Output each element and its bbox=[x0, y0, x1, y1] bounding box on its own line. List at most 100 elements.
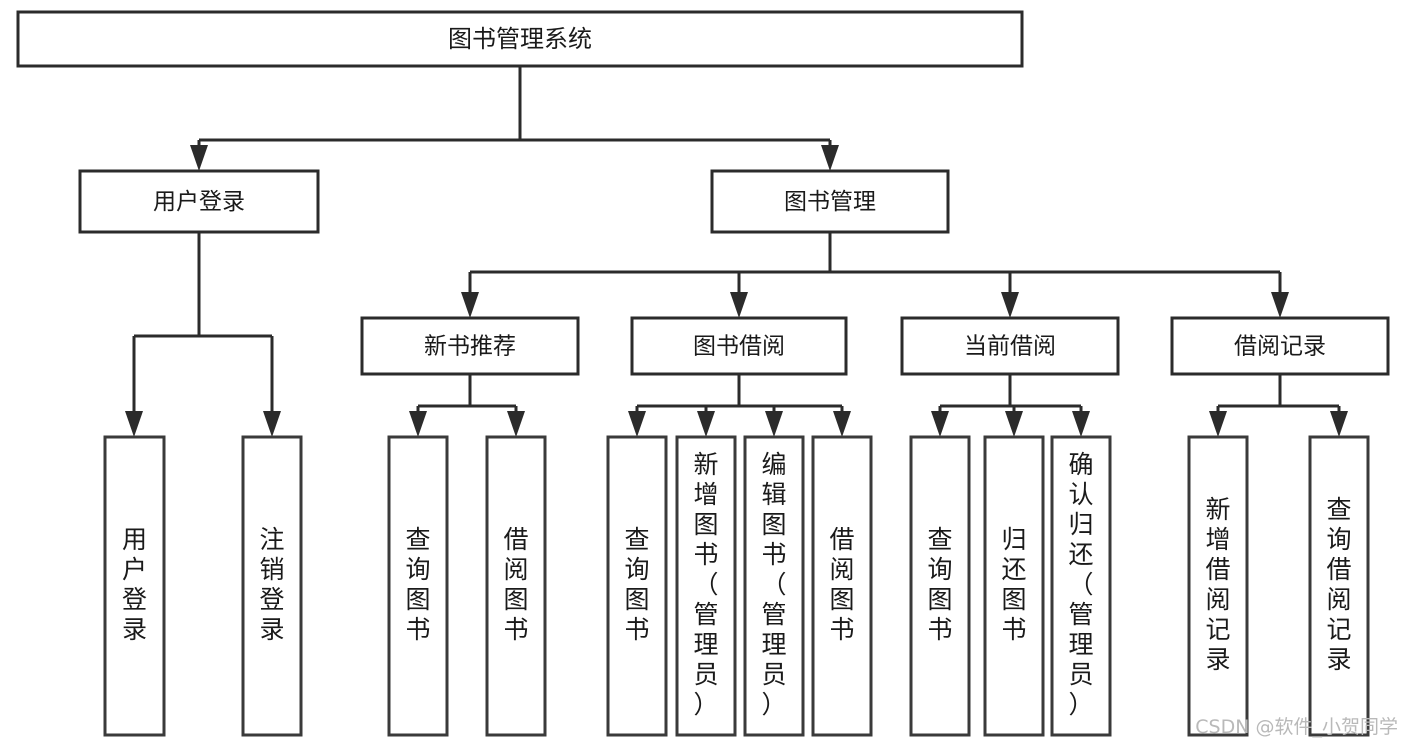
node-book-borrow[interactable]: 图书借阅 bbox=[630, 316, 848, 376]
node-label-char: 理 bbox=[693, 630, 718, 659]
node-leaf-query-book-2[interactable]: 查询图书查询图书 bbox=[606, 435, 668, 737]
node-label-char: 书 bbox=[927, 615, 952, 644]
node-box[interactable] bbox=[710, 169, 950, 234]
node-label-char: 登 bbox=[259, 585, 284, 614]
node-label-char: 阅 bbox=[829, 555, 854, 584]
node-box[interactable] bbox=[103, 435, 166, 737]
arrow-head-icon bbox=[1209, 411, 1227, 437]
node-label-char: 图 bbox=[503, 585, 528, 614]
arrow-head-icon bbox=[263, 411, 281, 437]
node-label-char: 还 bbox=[1068, 540, 1093, 569]
node-label-char: 辑 bbox=[761, 480, 786, 509]
node-box[interactable] bbox=[630, 316, 848, 376]
node-box[interactable] bbox=[811, 435, 873, 737]
node-label-char: 销 bbox=[259, 555, 284, 584]
node-label-char: 员 bbox=[1068, 660, 1093, 689]
node-label-char: 员 bbox=[761, 660, 786, 689]
node-box[interactable] bbox=[1308, 435, 1370, 737]
node-label: 图书管理系统 bbox=[448, 25, 592, 53]
arrow-head-icon bbox=[1072, 411, 1090, 437]
node-box[interactable] bbox=[1050, 435, 1112, 737]
node-label-char: 还 bbox=[1001, 555, 1026, 584]
node-label-char: 书 bbox=[405, 615, 430, 644]
node-leaf-query-book-3[interactable]: 查询图书查询图书 bbox=[909, 435, 971, 737]
node-label-char: 员 bbox=[693, 660, 718, 689]
arrow-head-icon bbox=[765, 411, 783, 437]
node-label-char: 注 bbox=[259, 525, 284, 554]
node-current-borrow[interactable]: 当前借阅 bbox=[900, 316, 1120, 376]
arrow-head-icon bbox=[833, 411, 851, 437]
node-root[interactable]: 图书管理系统 bbox=[16, 10, 1024, 68]
node-box[interactable] bbox=[675, 435, 737, 737]
node-leaf-query-record[interactable]: 查询借阅记录查询借阅记录 bbox=[1308, 435, 1370, 737]
node-label-char: 书 bbox=[503, 615, 528, 644]
arrow-head-icon bbox=[628, 411, 646, 437]
node-label-char: 图 bbox=[829, 585, 854, 614]
node-box[interactable] bbox=[360, 316, 580, 376]
node-borrow-record[interactable]: 借阅记录 bbox=[1170, 316, 1390, 376]
node-label-char: 管 bbox=[1068, 600, 1093, 629]
connector-user-login bbox=[125, 232, 281, 437]
node-label-char: 新 bbox=[693, 450, 718, 479]
node-label-char: 书 bbox=[693, 540, 718, 569]
arrow-head-icon bbox=[507, 411, 525, 437]
node-label-char: 借 bbox=[503, 525, 528, 554]
node-leaf-user-login[interactable]: 用户登录用户登录 bbox=[103, 435, 166, 737]
node-label-char: 书 bbox=[829, 615, 854, 644]
arrow-head-icon bbox=[409, 411, 427, 437]
node-label-char: 询 bbox=[1326, 525, 1351, 554]
node-label-char: 确 bbox=[1068, 450, 1093, 479]
node-label-char: 记 bbox=[1326, 615, 1351, 644]
csdn-watermark: CSDN @软件_小贺同学 bbox=[1195, 716, 1398, 738]
node-label-char: （ bbox=[1068, 570, 1093, 599]
node-label-char: 增 bbox=[693, 480, 718, 509]
node-box[interactable] bbox=[1187, 435, 1249, 737]
node-book-manage[interactable]: 图书管理 bbox=[710, 169, 950, 234]
node-leaf-logout[interactable]: 注销登录注销登录 bbox=[241, 435, 303, 737]
node-box[interactable] bbox=[606, 435, 668, 737]
node-label-char: 阅 bbox=[1205, 585, 1230, 614]
node-label-char: 图 bbox=[761, 510, 786, 539]
node-label-char: 录 bbox=[122, 615, 147, 644]
node-label-char: 登 bbox=[122, 585, 147, 614]
node-label-char: ） bbox=[761, 690, 786, 719]
node-label-char: 录 bbox=[1205, 645, 1230, 674]
node-box[interactable] bbox=[909, 435, 971, 737]
arrow-head-icon bbox=[697, 411, 715, 437]
arrow-head-icon bbox=[821, 145, 839, 171]
arrow-head-icon bbox=[1001, 292, 1019, 318]
node-new-book-rec[interactable]: 新书推荐 bbox=[360, 316, 580, 376]
node-box[interactable] bbox=[1170, 316, 1390, 376]
node-user-login[interactable]: 用户登录 bbox=[78, 169, 320, 234]
node-leaf-borrow-book-2[interactable]: 借阅图书借阅图书 bbox=[811, 435, 873, 737]
node-box[interactable] bbox=[16, 10, 1024, 68]
node-box[interactable] bbox=[241, 435, 303, 737]
node-box[interactable] bbox=[900, 316, 1120, 376]
node-leaf-query-book-1[interactable]: 查询图书查询图书 bbox=[387, 435, 449, 737]
node-label: 新书推荐 bbox=[424, 334, 516, 360]
node-box[interactable] bbox=[387, 435, 449, 737]
node-label-char: （ bbox=[693, 570, 718, 599]
node-label-char: 编 bbox=[761, 450, 786, 479]
node-label-char: 借 bbox=[829, 525, 854, 554]
node-label-char: 图 bbox=[1001, 585, 1026, 614]
node-label-char: 查 bbox=[1326, 495, 1351, 524]
node-box[interactable] bbox=[743, 435, 805, 737]
node-leaf-add-record[interactable]: 新增借阅记录新增借阅记录 bbox=[1187, 435, 1249, 737]
node-label-char: （ bbox=[761, 570, 786, 599]
node-label-char: 图 bbox=[624, 585, 649, 614]
arrow-head-icon bbox=[931, 411, 949, 437]
node-leaf-borrow-book-1[interactable]: 借阅图书借阅图书 bbox=[485, 435, 547, 737]
node-box[interactable] bbox=[983, 435, 1045, 737]
node-box[interactable] bbox=[78, 169, 320, 234]
node-label: 用户登录 bbox=[153, 189, 245, 215]
node-label-char: 新 bbox=[1205, 495, 1230, 524]
node-label-char: 书 bbox=[624, 615, 649, 644]
node-box[interactable] bbox=[485, 435, 547, 737]
node-leaf-return-book[interactable]: 归还图书归还图书 bbox=[983, 435, 1045, 737]
